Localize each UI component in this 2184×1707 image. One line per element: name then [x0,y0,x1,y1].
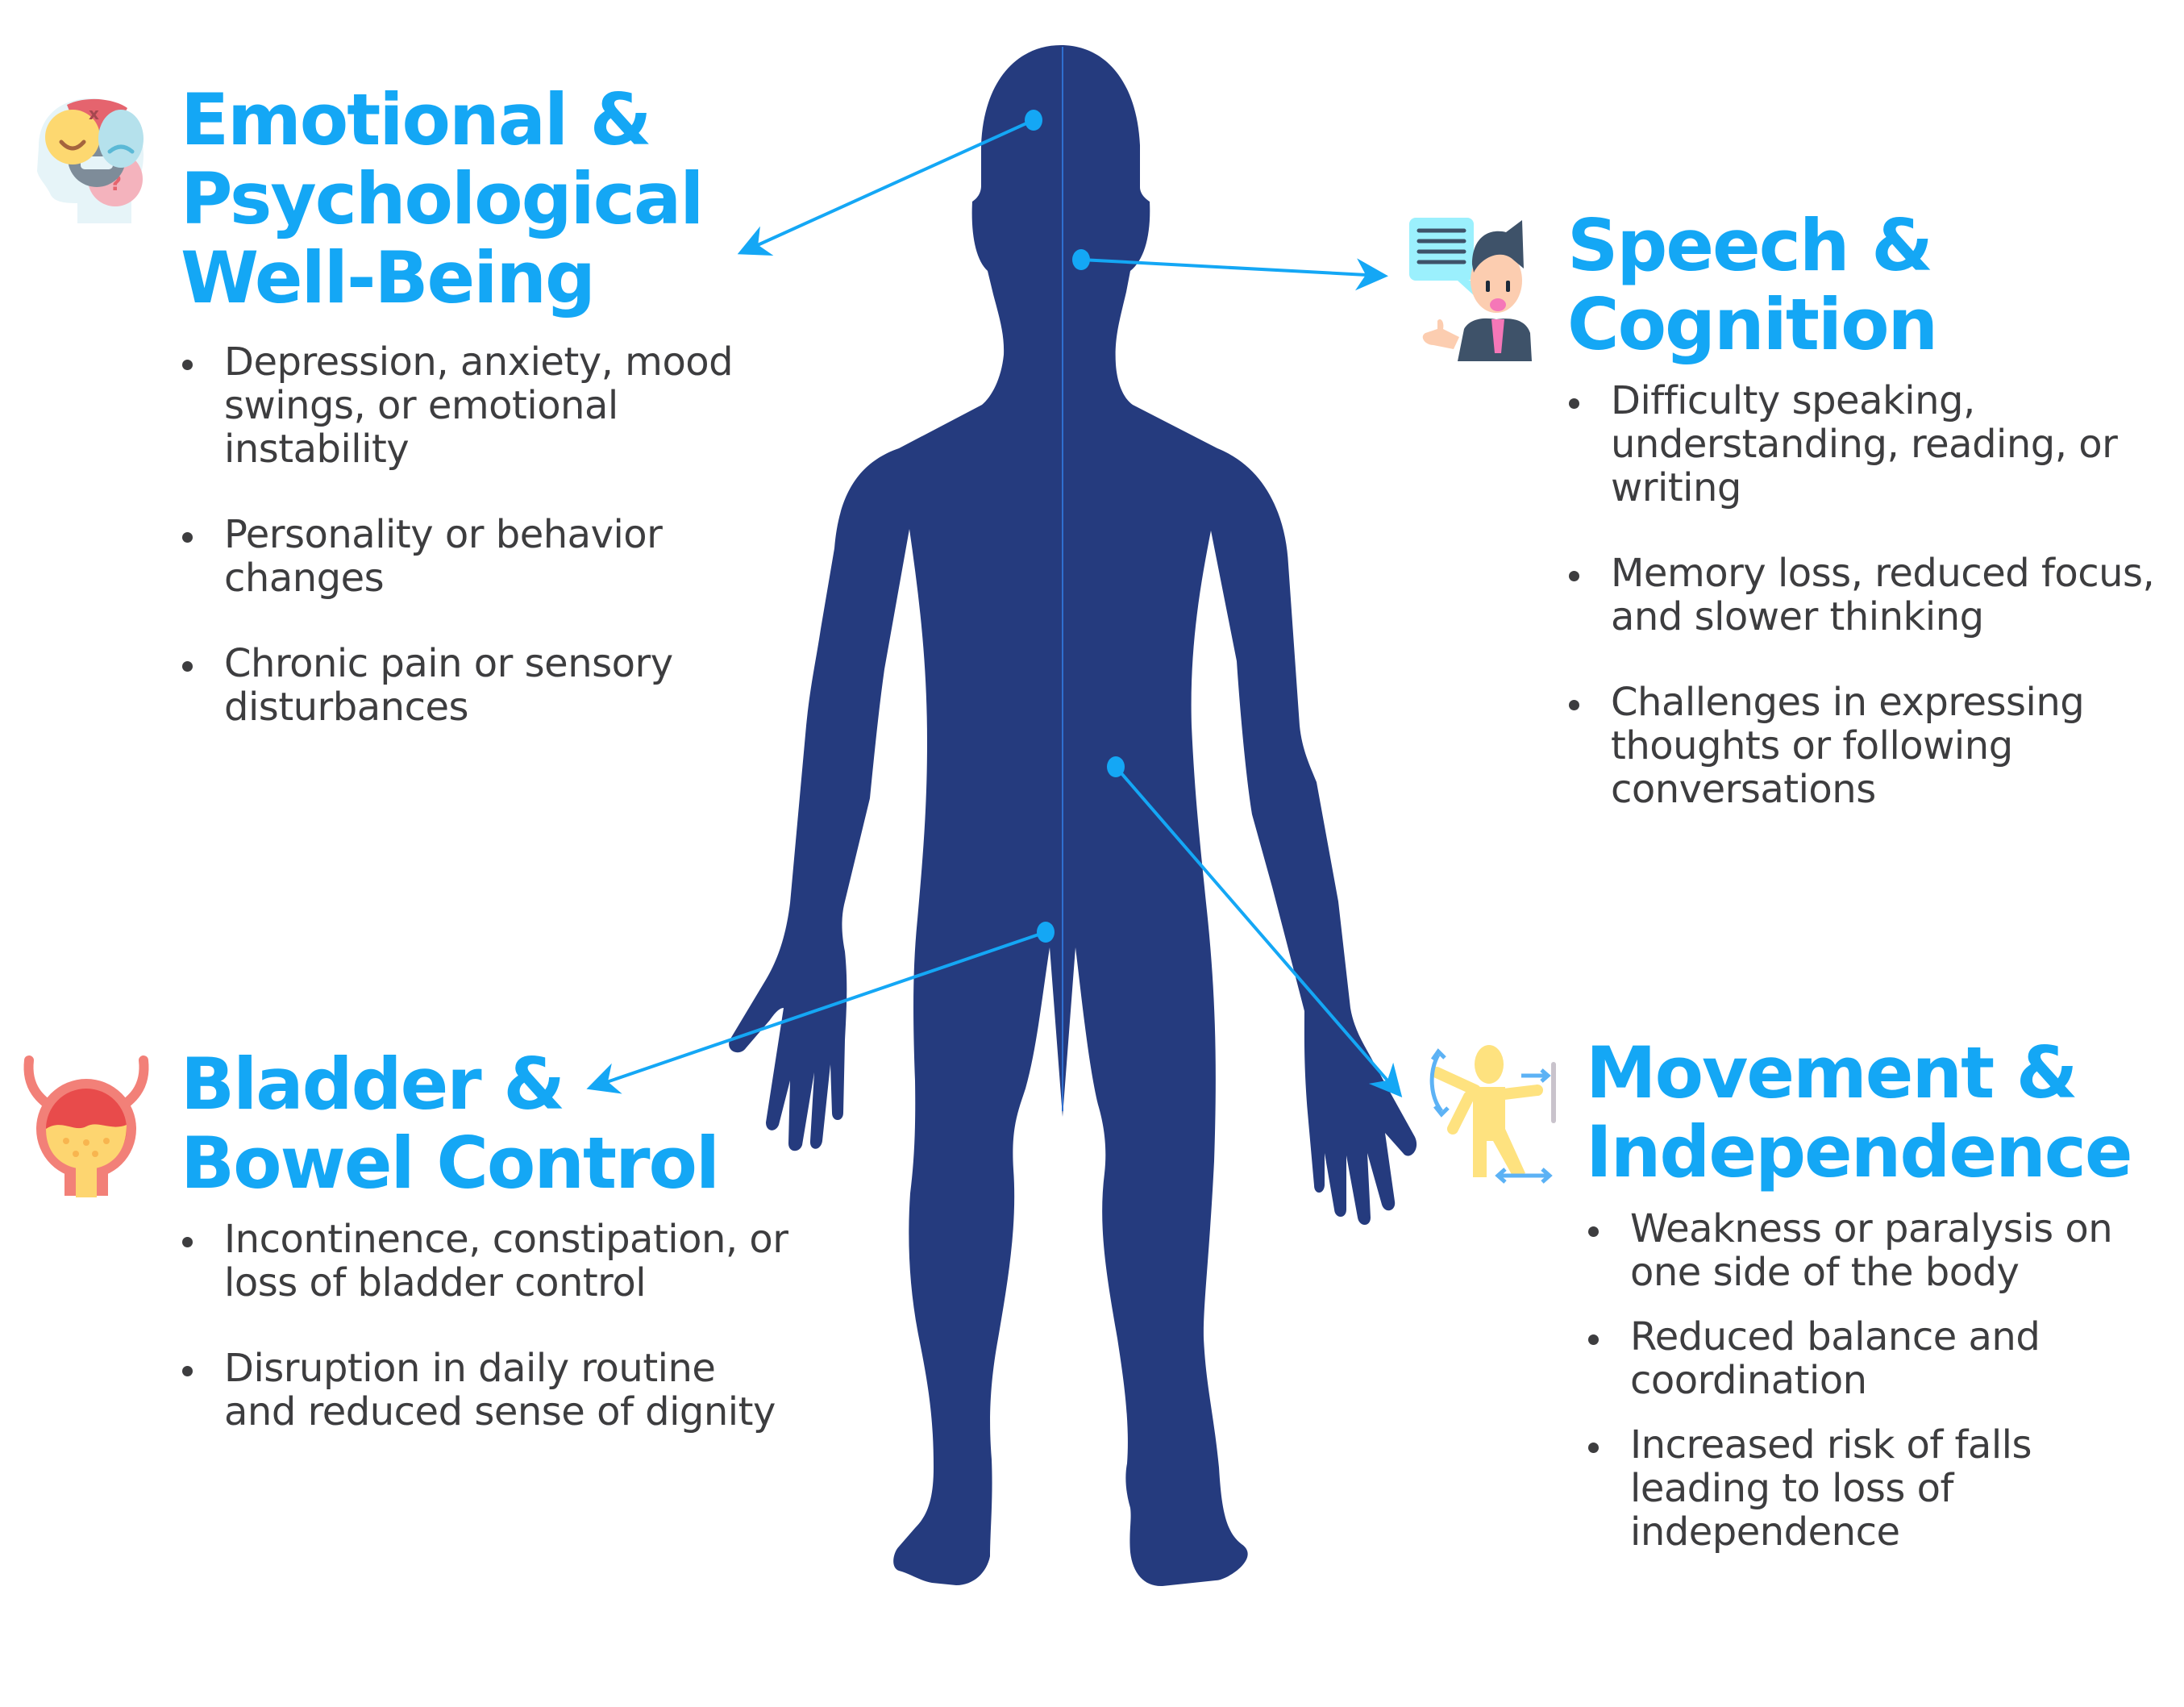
bullet-item: Memory loss, reduced focus, and slower t… [1569,552,2175,639]
bullet-item: Personality or behavior changes [182,513,740,600]
title-line: Movement & [1586,1031,2078,1114]
title-line: Well-Being [181,236,596,319]
title-line: Independence [1586,1110,2133,1193]
section-title: Speech & Cognition [1567,204,1938,366]
connector-movement [1107,756,1403,1098]
bullet-list: Depression, anxiety, mood swings, or emo… [182,340,740,729]
title-line: Cognition [1567,283,1938,366]
title-line: Emotional & [181,78,652,161]
bullet-item: Reduced balance and coordination [1588,1315,2178,1402]
movement-balance-icon [1429,1045,1556,1184]
bullet-item: Difficulty speaking, understanding, read… [1569,379,2175,510]
bullet-item: Incontinence, constipation, or loss of b… [182,1217,788,1305]
title-line: Speech & [1567,204,1933,287]
bullet-item: Depression, anxiety, mood swings, or emo… [182,340,740,471]
connector-bladder [586,922,1055,1094]
marker-dot-jaw [1072,249,1090,270]
bullet-list: Difficulty speaking, understanding, read… [1569,379,2175,811]
section-title: Emotional & Psychological Well-Being [181,78,704,319]
marker-dot-abdomen [1107,756,1125,777]
bullet-item: Chronic pain or sensory disturbances [182,642,740,729]
connector-speech [1072,249,1388,291]
speaking-person-icon [1409,218,1532,361]
arrow-to-movement [1114,765,1403,1098]
head-emotions-icon: ? x [37,98,144,223]
svg-text:x: x [89,104,99,123]
arrow-to-speech [1080,258,1388,291]
bullet-item: Challenges in expressing thoughts or fol… [1569,681,2175,811]
title-line: Bowel Control [181,1122,720,1205]
connector-emotional [737,110,1042,256]
section-title: Movement & Independence [1586,1031,2133,1193]
bullet-item: Increased risk of falls leading to loss … [1588,1423,2178,1554]
bullet-item: Weakness or paralysis on one side of the… [1588,1207,2178,1294]
human-body-silhouette [729,45,1417,1587]
bullet-list: Incontinence, constipation, or loss of b… [182,1217,788,1434]
bullet-item: Disruption in daily routine and reduced … [182,1347,788,1434]
bullet-list: Weakness or paralysis on one side of the… [1588,1207,2178,1554]
arrow-to-emotional [737,119,1034,256]
section-title: Bladder & Bowel Control [181,1043,720,1205]
arrow-to-bladder [586,931,1046,1094]
title-line: Bladder & [181,1043,565,1126]
title-line: Psychological [181,157,704,240]
marker-dot-head [1025,110,1042,131]
bladder-icon [23,1055,149,1197]
marker-dot-lower-abdomen [1037,922,1055,943]
